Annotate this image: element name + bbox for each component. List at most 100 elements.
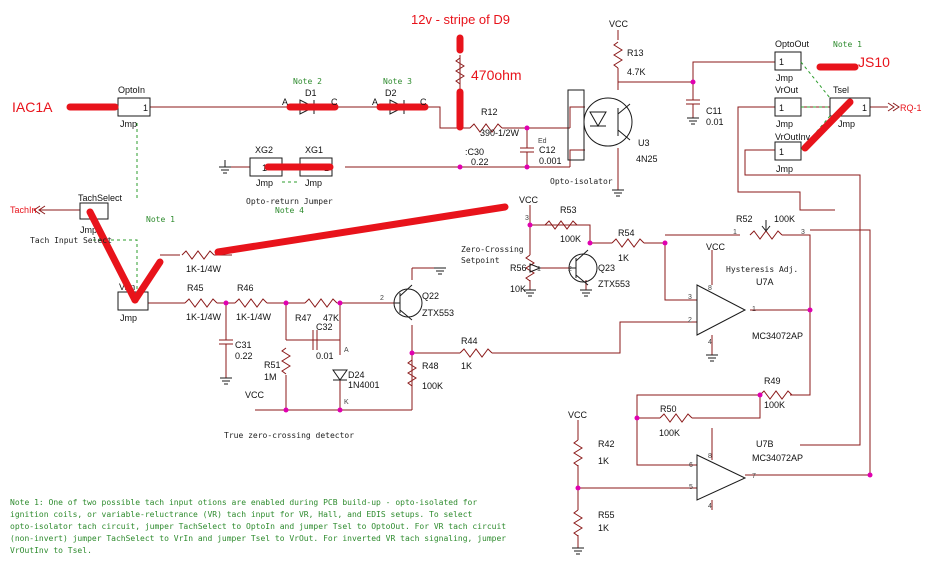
label-r-1k: 1K-1/4W [186,264,222,274]
diode-d24 [332,369,348,381]
label-c12-value: 0.001 [539,156,562,166]
transistor-q23 [568,249,598,286]
label-q23: Q23 [598,263,615,273]
label-ed: Ed [538,138,547,145]
optoin-pin: 1 [143,103,148,113]
jumper-optoin: OptoIn 1 Jmp [117,85,151,129]
optoin-type: Jmp [120,119,137,129]
optoin-name: OptoIn [118,85,145,95]
potentiometer-r56 [529,263,542,273]
label-u3-value: 4N25 [636,154,658,164]
label-c32-value: 0.01 [316,351,334,361]
label-r42: R42 [598,439,615,449]
ground-symbols [219,117,718,555]
label-r53: R53 [560,205,577,215]
annotation-iac1a: IAC1A [12,99,53,115]
label-vcc4: VCC [706,242,726,252]
vroutinv-name: VrOutInv [775,132,811,142]
pin-u7b-7: 7 [752,473,756,480]
label-opto-isolator: Opto-isolator [550,177,613,186]
xg2-name: XG2 [255,145,273,155]
pin-u7b-8: 8 [708,453,712,460]
note-line-4: (non-invert) jumper TachSelect to VrIn a… [10,534,506,543]
label-vcc1: VCC [609,19,629,29]
label-c30-value: 0.22 [471,157,489,167]
tsel-name: Tsel [833,85,849,95]
label-d1: D1 [305,88,317,98]
label-hysteresis: Hysteresis Adj. [726,265,798,274]
pin-u7a-3: 3 [688,294,692,301]
label-u7a: U7A [756,277,774,287]
label-d24-value: 1N4001 [348,380,380,390]
label-c12: C12 [539,145,556,155]
label-u7b-value: MC34072AP [752,453,803,463]
optoout-pin: 1 [779,57,784,67]
label-r45-value: 1K-1/4W [186,312,222,322]
label-note4: Note 4 [275,206,304,215]
pin-r52-1: 1 [733,229,737,236]
pin-q22-base: 2 [380,295,384,302]
opamp-u7a [696,284,747,336]
label-r44: R44 [461,336,478,346]
transistor-q22 [393,284,423,321]
label-setpoint: Setpoint [461,256,500,265]
label-r48: R48 [422,361,439,371]
red-annotations [66,34,859,304]
component-labels: Note 2 Note 3 D1 D2 A C A C R12 390-1/2W… [30,19,862,533]
label-r13: R13 [627,48,644,58]
label-vcc3: VCC [519,195,539,205]
label-d24: D24 [348,370,365,380]
label-r49: R49 [764,376,781,386]
label-c11: C11 [706,106,722,116]
label-r42-value: 1K [598,456,609,466]
label-a2: A [372,97,378,107]
xg2-type: Jmp [256,178,273,188]
label-r49-value: 100K [764,400,785,410]
label-r47-value: 47K [323,313,339,323]
tsel-type: Jmp [838,119,855,129]
label-u7b: U7B [756,439,774,449]
label-q23-value: ZTX553 [598,279,630,289]
note-line-5: VrOutInv to Tsel. [10,546,92,555]
label-r48-value: 100K [422,381,443,391]
vroutinv-pin: 1 [779,147,784,157]
optoout-name: OptoOut [775,39,810,49]
tachselect-name: TachSelect [78,193,123,203]
label-r50: R50 [660,404,677,414]
label-c1: C [331,97,338,107]
opamp-u7b [696,454,747,501]
label-note1-left: Note 1 [146,215,175,224]
label-rq1: RQ-1 [900,103,922,113]
rq1-arrow [887,102,900,112]
pin-u7b-4: 4 [708,503,712,510]
vrin-type: Jmp [120,313,137,323]
xg2-pin: 1 [262,163,267,173]
optoout-type: Jmp [776,73,793,83]
pin-r52-3: 3 [801,229,805,236]
wires [40,30,888,548]
pin-d24-k: K [344,399,349,406]
xg1-type: Jmp [305,178,322,188]
tachin-arrow [33,205,46,215]
pin-u7a-2: 2 [688,317,692,324]
note-line-1: Note 1: One of two possible tach input o… [10,498,477,507]
label-q22-value: ZTX553 [422,308,454,318]
label-r44-value: 1K [461,361,472,371]
pin-u7a-4: 4 [708,339,712,346]
tachselect-type: Jmp [80,225,97,235]
label-r51-value: 1M [264,372,277,382]
pin-u7b-5: 5 [689,484,693,491]
label-note2: Note 2 [293,77,322,86]
label-c30: :C30 [465,147,484,157]
jumper-vrout: VrOut 1 Jmp [774,85,802,129]
opto-isolator-u3 [567,89,633,161]
label-r52: R52 [736,214,753,224]
label-note1-top: Note 1 [833,40,862,49]
label-r55-value: 1K [598,523,609,533]
label-opto-return: Opto-return Jumper [246,197,333,206]
tsel-pin: 1 [862,103,867,113]
pin-r56-1: 1 [537,266,541,273]
label-note3: Note 3 [383,77,412,86]
